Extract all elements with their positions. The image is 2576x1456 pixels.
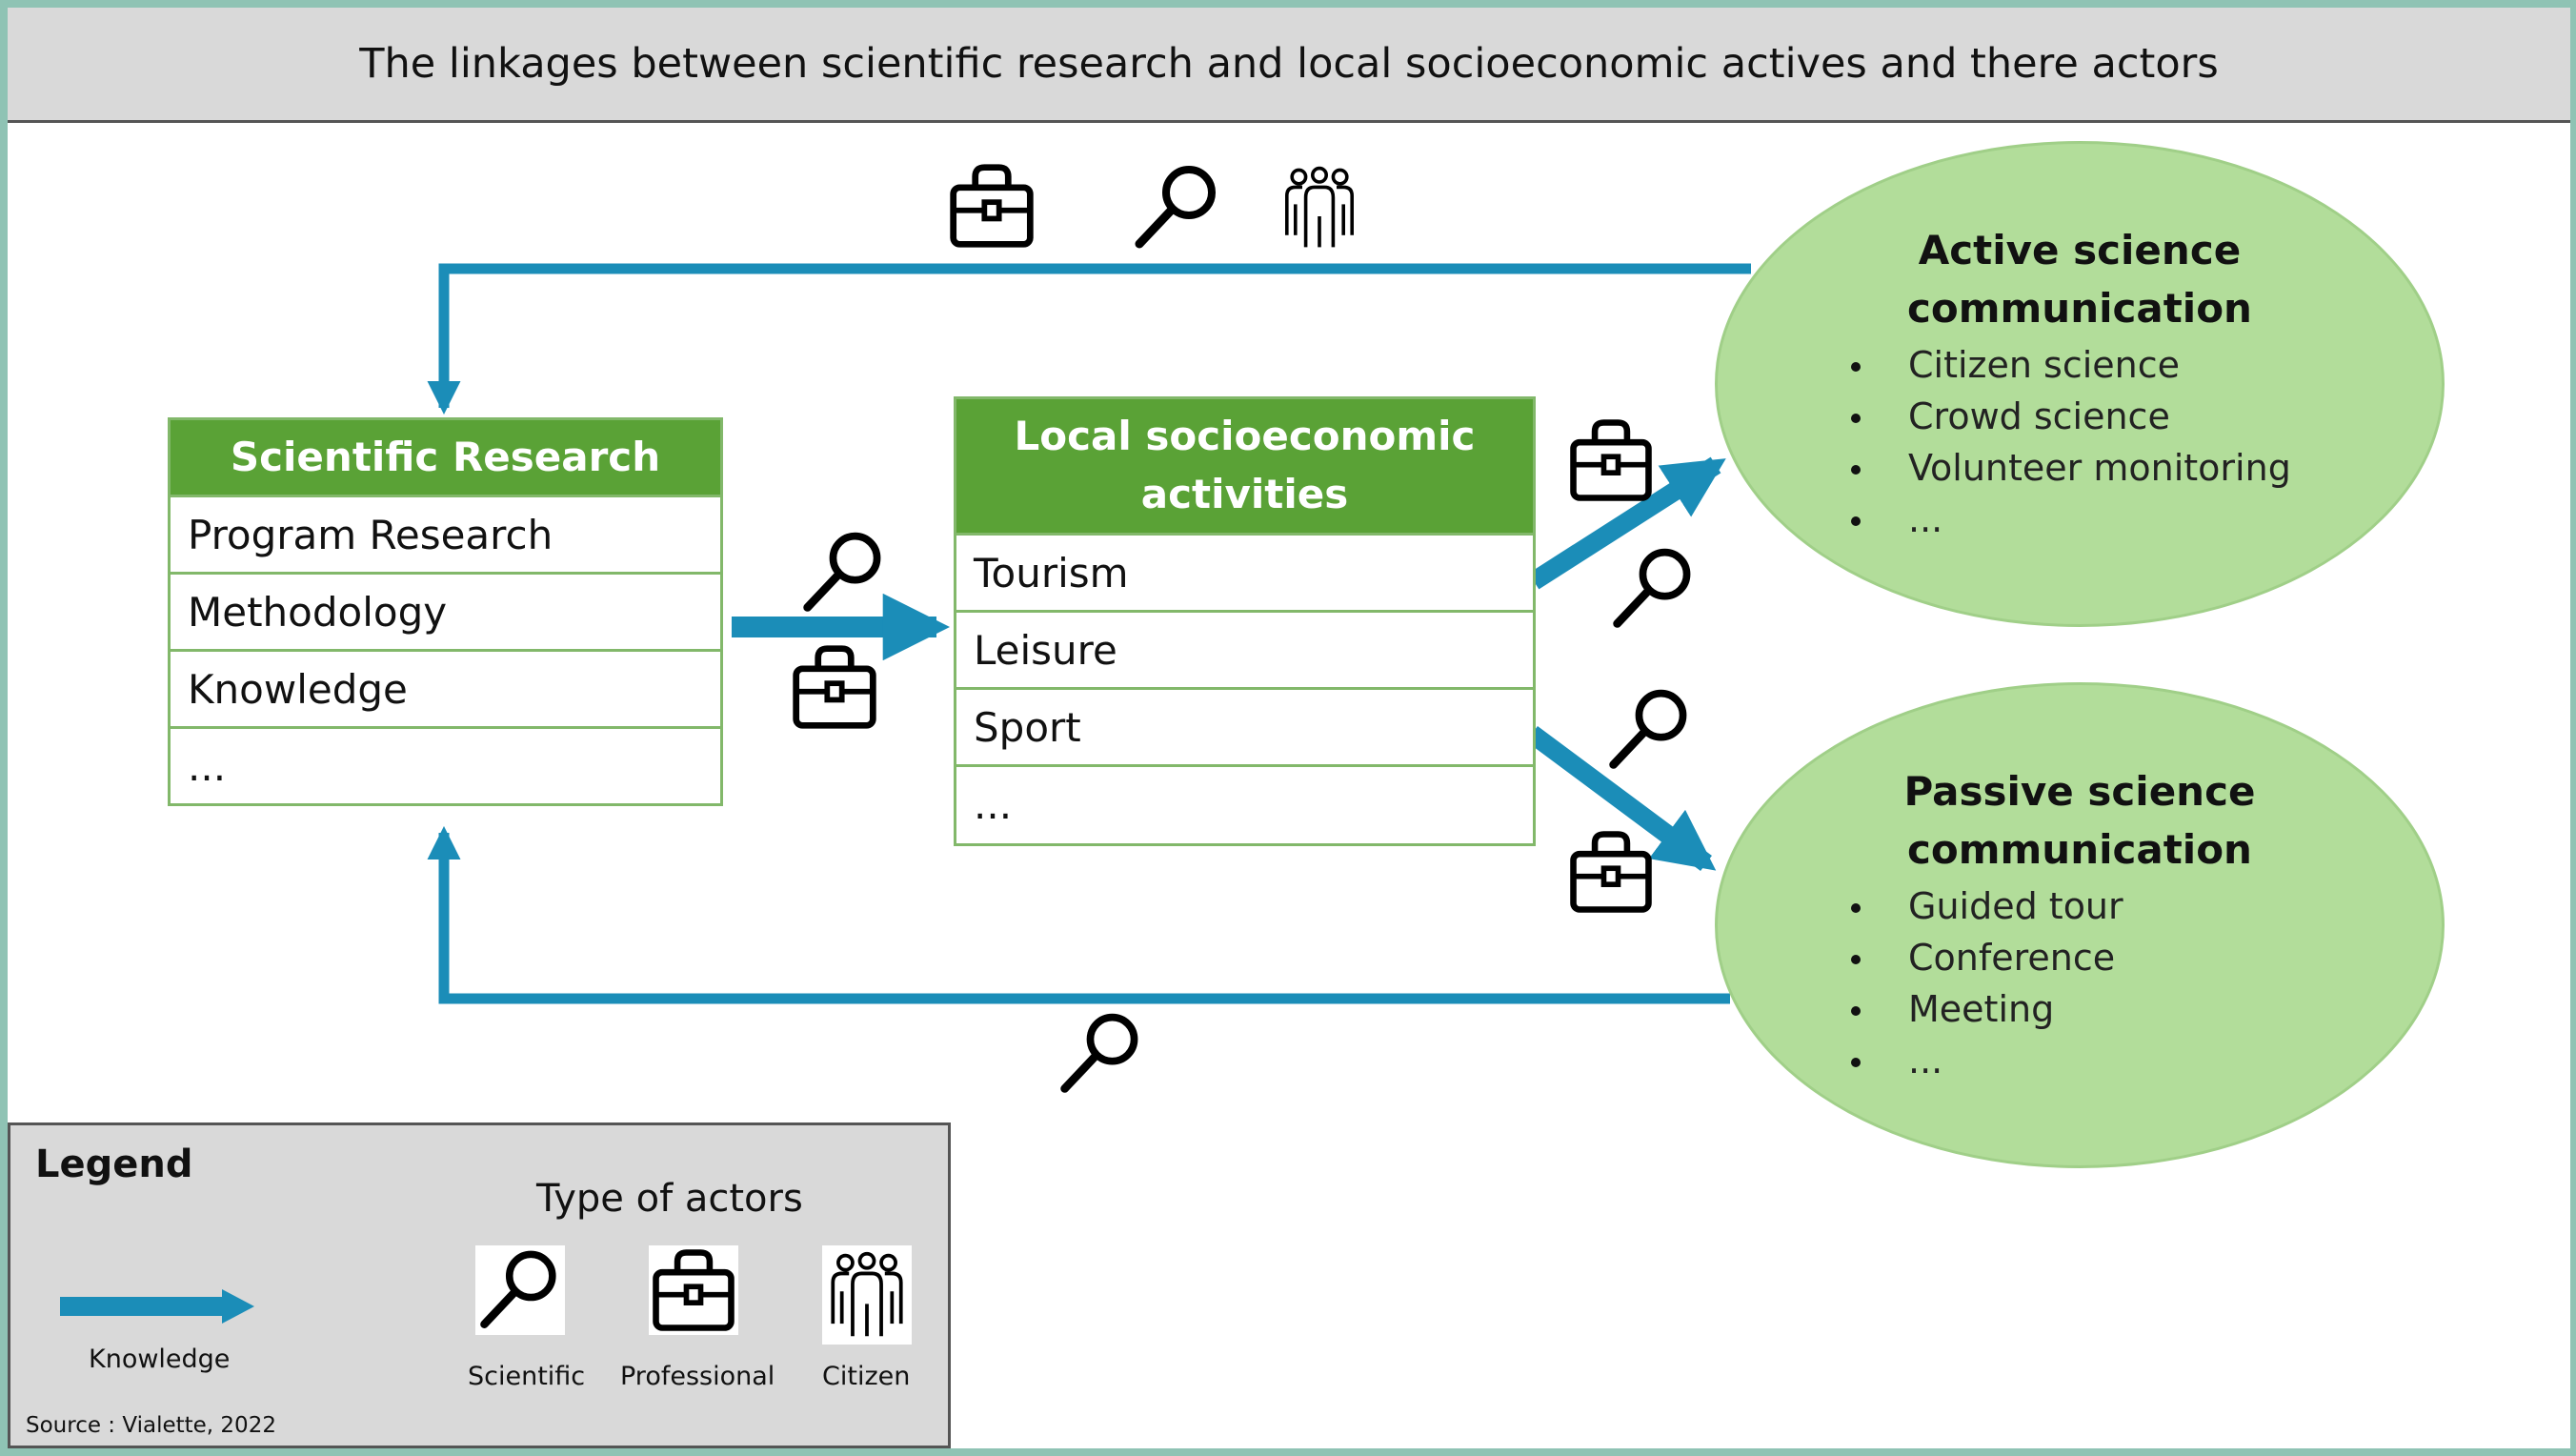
scientific-research-table: Scientific Research Program Research Met… — [168, 417, 723, 806]
local-activities-header: Local socioeconomic activities — [956, 399, 1533, 533]
list-item: Volunteer monitoring — [1847, 442, 2291, 494]
list-item: Meeting — [1847, 983, 2123, 1035]
citizens-icon — [1285, 166, 1354, 248]
scientific-icon-tile — [475, 1245, 565, 1335]
magnifier-icon — [1609, 689, 1687, 769]
scientific-research-header: Scientific Research — [171, 420, 720, 495]
magnifier-icon — [1135, 166, 1216, 249]
professional-label: Professional — [620, 1362, 775, 1391]
briefcase-icon — [793, 645, 876, 729]
list-item: Crowd science — [1847, 391, 2291, 442]
passive-communication-ellipse: Passive science communication Guided tou… — [1715, 682, 2445, 1168]
diagram-canvas: The linkages between scientific research… — [8, 8, 2570, 1448]
knowledge-arrow-icon — [60, 1289, 254, 1324]
scientific-label: Scientific — [468, 1362, 586, 1391]
table-row: Leisure — [956, 610, 1533, 687]
active-communication-ellipse: Active science communication Citizen sci… — [1715, 141, 2445, 627]
magnifier-icon — [803, 532, 881, 612]
list-item: ... — [1847, 1035, 2123, 1086]
diagram-title: The linkages between scientific research… — [359, 40, 2219, 88]
source-note: Source : Vialette, 2022 — [26, 1413, 276, 1438]
briefcase-icon — [1570, 419, 1652, 501]
active-communication-list: Citizen science Crowd science Volunteer … — [1847, 339, 2291, 545]
citizens-icon — [831, 1251, 903, 1337]
local-to-passive-arrow — [1526, 725, 1717, 872]
actors-heading: Type of actors — [536, 1177, 803, 1221]
table-row: Methodology — [171, 572, 720, 649]
briefcase-icon — [950, 164, 1034, 248]
citizen-icon-tile — [822, 1245, 912, 1345]
list-item: ... — [1847, 494, 2291, 545]
local-activities-table: Local socioeconomic activities Tourism L… — [954, 396, 1536, 846]
legend-panel: Legend Type of actors Knowledge Scientif… — [8, 1122, 951, 1448]
title-bar: The linkages between scientific research… — [8, 8, 2570, 123]
magnifier-icon — [1613, 548, 1691, 628]
passive-communication-title: Passive science communication — [1903, 768, 2256, 873]
table-row: Sport — [956, 687, 1533, 764]
magnifier-icon — [480, 1250, 556, 1328]
passive-communication-list: Guided tour Conference Meeting ... — [1847, 880, 2123, 1086]
knowledge-label: Knowledge — [89, 1345, 231, 1374]
table-row: Program Research — [171, 495, 720, 572]
active-communication-title: Active science communication — [1907, 227, 2252, 332]
table-row: ... — [171, 726, 720, 803]
briefcase-icon — [1570, 831, 1652, 913]
bottom-feedback-arrow — [427, 825, 1730, 1004]
magnifier-icon — [1060, 1013, 1138, 1093]
table-row: ... — [956, 764, 1533, 841]
top-feedback-arrow — [427, 263, 1751, 415]
citizen-label: Citizen — [822, 1362, 911, 1391]
list-item: Guided tour — [1847, 880, 2123, 932]
table-row: Knowledge — [171, 649, 720, 726]
connector-layer — [427, 263, 1751, 1004]
briefcase-icon — [653, 1249, 735, 1331]
list-item: Citizen science — [1847, 339, 2291, 391]
professional-icon-tile — [649, 1245, 738, 1335]
local-to-active-arrow — [1528, 456, 1726, 590]
table-row: Tourism — [956, 533, 1533, 610]
list-item: Conference — [1847, 932, 2123, 983]
legend-title: Legend — [35, 1143, 193, 1186]
